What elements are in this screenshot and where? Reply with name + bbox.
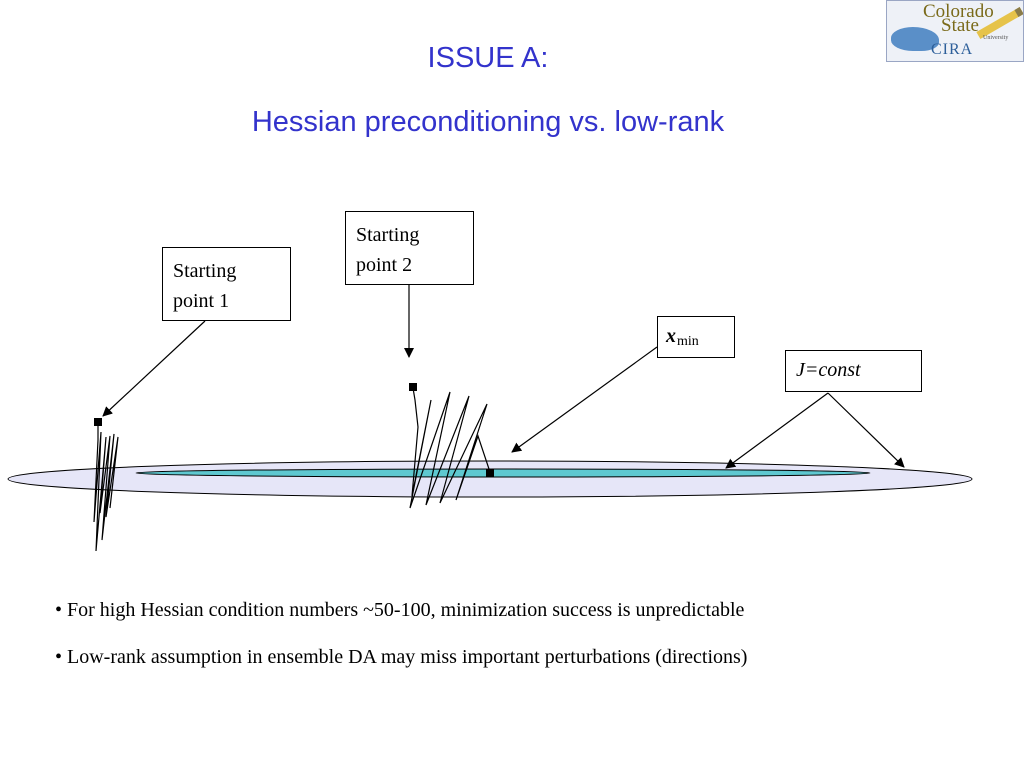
zigzag-path-1 xyxy=(93,424,119,552)
bullet-item: • Low-rank assumption in ensemble DA may… xyxy=(55,646,748,668)
bullet-list: • For high Hessian condition numbers ~50… xyxy=(55,596,995,690)
start-marker-2 xyxy=(409,383,417,391)
logo-text-state: State xyxy=(941,15,979,36)
slide-title: ISSUE A: xyxy=(427,42,549,74)
xmin-label: xmin xyxy=(657,316,735,358)
arrow-jconst-left xyxy=(725,392,829,469)
xmin-symbol: x xyxy=(666,325,676,347)
minimum-marker xyxy=(486,469,494,477)
xmin-subscript: min xyxy=(677,334,699,349)
bullet-text-2: Low-rank assumption in ensemble DA may m… xyxy=(67,646,748,668)
logo-text-university: University xyxy=(983,35,1009,41)
university-logo: Colorado State University CIRA xyxy=(886,0,1024,62)
arrow-jconst-right xyxy=(827,392,905,468)
start-marker-1 xyxy=(94,418,102,426)
starting-point-2-label: Starting point 2 xyxy=(345,211,474,285)
logo-text-colorado: Colorado xyxy=(923,1,994,22)
bullet-text-1: For high Hessian condition numbers ~50-1… xyxy=(67,599,745,621)
cloud-icon xyxy=(891,27,939,51)
inner-contour-ellipse xyxy=(135,468,871,478)
slide-subtitle: Hessian preconditioning vs. low-rank xyxy=(251,106,725,138)
arrow-xmin xyxy=(511,346,658,453)
bullet-item: • For high Hessian condition numbers ~50… xyxy=(55,599,745,621)
zigzag-path-2 xyxy=(409,387,491,509)
logo-text-cira: CIRA xyxy=(931,41,974,58)
starting-point-1-label: Starting point 1 xyxy=(162,247,291,321)
outer-contour-ellipse xyxy=(7,460,973,498)
arrow-start1 xyxy=(102,320,206,417)
jconst-label: J=const xyxy=(785,350,922,392)
